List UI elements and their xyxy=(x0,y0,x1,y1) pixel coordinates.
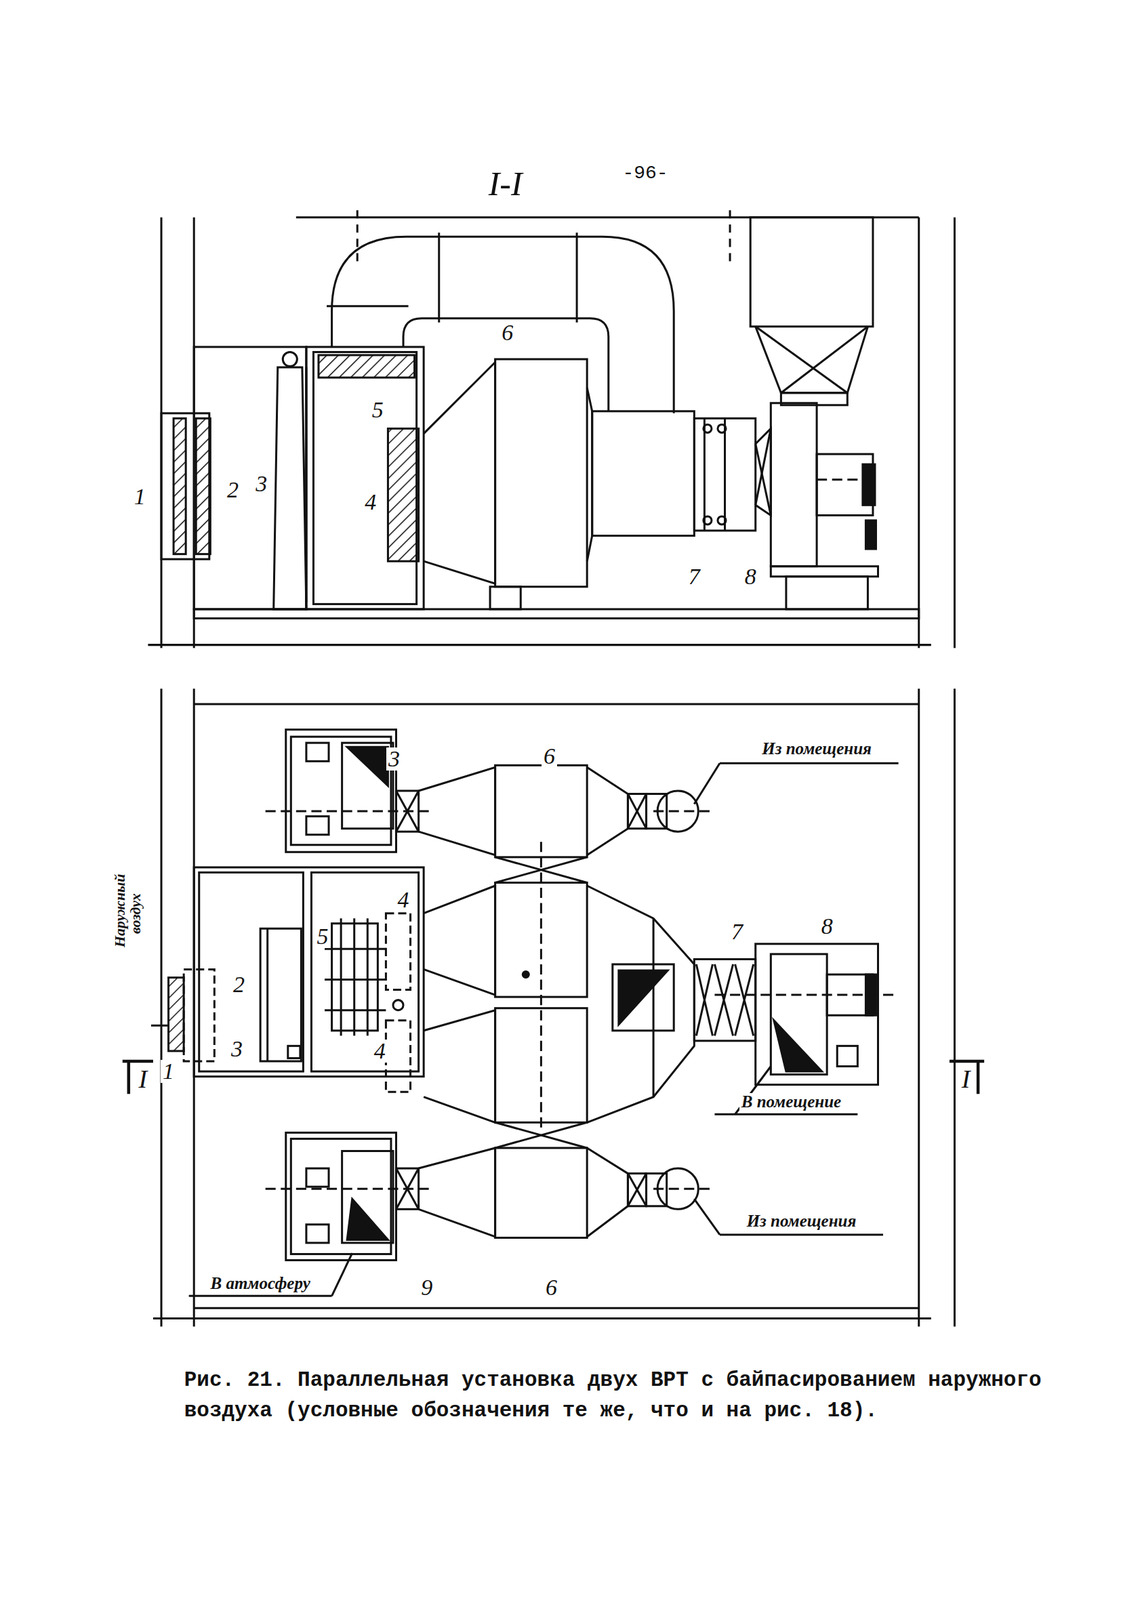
flow-note: В помещение xyxy=(739,1093,844,1111)
text-holder: 5 xyxy=(315,925,331,949)
callout-number: 3 xyxy=(229,1037,245,1061)
figure-caption: Рис. 21. Параллельная установка двух ВРТ… xyxy=(182,1365,1061,1427)
flow-note: Наружный воздух xyxy=(111,877,144,950)
callout-number: 7 xyxy=(729,920,745,944)
callout-number: 3 xyxy=(253,472,270,496)
text-holder: 4 xyxy=(362,490,379,514)
text-holder: -96- xyxy=(620,164,670,183)
callout-number: 5 xyxy=(315,925,331,949)
text-holder: Из помещения xyxy=(759,740,874,758)
text-holder: Из помещения xyxy=(744,1212,859,1231)
text-holder: 2 xyxy=(231,973,247,997)
section-title: I-I xyxy=(486,166,525,201)
callout-number: 6 xyxy=(541,744,558,768)
text-holder: 3 xyxy=(386,747,402,771)
callout-number: 3 xyxy=(386,747,402,771)
callout-number: 8 xyxy=(819,914,835,939)
text-holder: 5 xyxy=(370,398,386,422)
text-holder: 6 xyxy=(543,1276,560,1300)
text-holder: 4 xyxy=(372,1039,388,1063)
text-holder: 6 xyxy=(541,744,558,768)
callout-number: 8 xyxy=(742,565,759,589)
callout-number: 7 xyxy=(686,565,703,589)
text-holder: 4 xyxy=(395,888,412,912)
flow-note: Из помещения xyxy=(744,1212,859,1231)
text-holder: 1 xyxy=(160,1060,177,1084)
callout-number: 4 xyxy=(395,888,412,912)
text-holder: 1 xyxy=(132,485,148,509)
text-holder: I-I xyxy=(486,166,525,201)
caption-holder: Рис. 21. Параллельная установка двух ВРТ… xyxy=(182,1365,1061,1427)
text-holder: 3 xyxy=(229,1037,245,1061)
text-holder: 7 xyxy=(686,565,703,589)
callout-number: 4 xyxy=(362,490,379,514)
callout-number: 2 xyxy=(231,973,247,997)
text-holder: 7 xyxy=(729,920,745,944)
flow-note: В атмосферу xyxy=(208,1274,313,1293)
text-holder: 2 xyxy=(225,478,241,502)
callout-number: 5 xyxy=(370,398,386,422)
callout-number: 1 xyxy=(132,485,148,509)
text-holder: 3 xyxy=(253,472,270,496)
text-holder: 8 xyxy=(742,565,759,589)
callout-number: 6 xyxy=(499,321,516,345)
text-holder: 8 xyxy=(819,914,835,939)
section-mark: I xyxy=(136,1066,150,1092)
callout-number: 6 xyxy=(543,1276,560,1300)
callout-number: 1 xyxy=(160,1060,177,1084)
text-holder: Наружный воздух xyxy=(111,877,144,950)
text-holder: В атмосферу xyxy=(208,1274,313,1293)
text-holder: I xyxy=(959,1066,973,1092)
text-holder: В помещение xyxy=(739,1093,844,1111)
flow-note: Из помещения xyxy=(759,740,874,758)
callout-number: 2 xyxy=(225,478,241,502)
callout-number: 4 xyxy=(372,1039,388,1063)
text-holder: 6 xyxy=(499,321,516,345)
text-holder: I xyxy=(136,1066,150,1092)
page-number: -96- xyxy=(620,164,670,183)
callout-number: 9 xyxy=(418,1276,435,1300)
text-holder: 9 xyxy=(418,1276,435,1300)
section-mark: I xyxy=(959,1066,973,1092)
